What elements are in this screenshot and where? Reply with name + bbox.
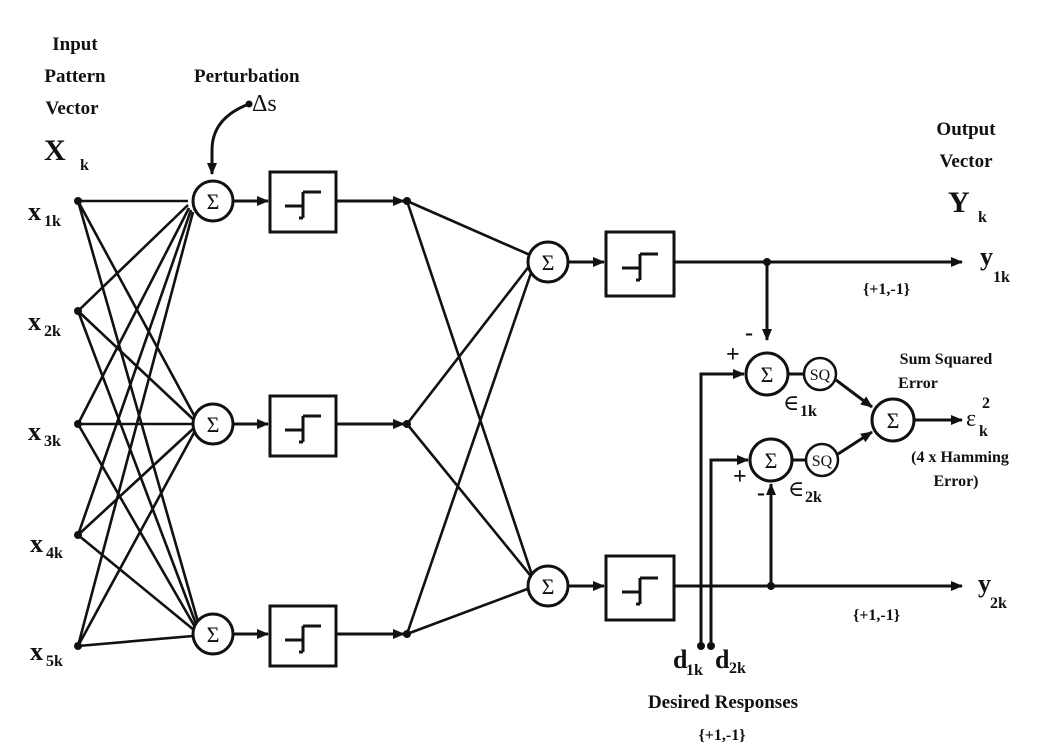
input-label-5: x xyxy=(30,637,43,666)
square-block-1: SQ xyxy=(802,356,838,392)
desired-range: {+1,-1} xyxy=(698,727,745,744)
input-label-2: x xyxy=(28,307,41,336)
input-label-1: x xyxy=(28,197,41,226)
output-step-2 xyxy=(604,554,676,622)
desired-label-1-sub: 1k xyxy=(686,662,703,679)
output-label-1-sub: 1k xyxy=(993,269,1010,286)
output-symbol-sub: k xyxy=(978,209,987,226)
output-summer-1-label: Σ xyxy=(542,250,555,275)
hamming-note-line-1: (4 x Hamming xyxy=(911,449,1009,466)
input-symbol: X xyxy=(44,134,66,167)
error-computation: - Σ + ∈ 1k SQ Σ + - ∈ 2k SQ xyxy=(726,262,1009,586)
hidden-summer-3-label: Σ xyxy=(207,622,220,647)
hidden-output-connections xyxy=(405,199,535,636)
desired-label-2-sub: 2k xyxy=(729,660,746,677)
hidden-summer-1: Σ xyxy=(191,179,235,223)
hidden-summer-3: Σ xyxy=(191,612,235,656)
hamming-note-line-2: Error) xyxy=(933,473,978,490)
hidden-summer-2: Σ xyxy=(191,402,235,446)
output-symbol: Y xyxy=(948,186,970,219)
hidden-summer-1-label: Σ xyxy=(207,189,220,214)
error-summer-2: Σ xyxy=(748,437,794,483)
error-2-label: ∈ xyxy=(788,476,804,501)
input-title-line-1: Input xyxy=(52,34,98,55)
final-error-symbol: ε xyxy=(966,406,976,432)
plus-sign-1: + xyxy=(726,342,740,368)
plus-sign-2: + xyxy=(733,464,747,490)
output-summer-1: Σ xyxy=(526,240,570,284)
error-summer-2-label: Σ xyxy=(765,448,778,473)
error-1-label: ∈ xyxy=(783,390,799,415)
hidden-step-1 xyxy=(268,170,338,234)
final-error-summer-label: Σ xyxy=(887,408,900,433)
input-nodes: x 1k x 2k x 3k x 4k x 5k xyxy=(28,197,82,670)
desired-label-2: d xyxy=(715,645,730,674)
desired-line-2 xyxy=(709,455,749,644)
square-block-2: SQ xyxy=(804,442,840,478)
input-label-4: x xyxy=(30,529,43,558)
input-title-line-2: Pattern xyxy=(44,66,106,87)
output-title-line-2: Vector xyxy=(939,151,993,172)
hidden-step-2 xyxy=(268,394,338,458)
error-summer-1-label: Σ xyxy=(761,362,774,387)
input-label-5-sub: 5k xyxy=(46,653,63,670)
input-connections xyxy=(76,199,200,648)
input-label-1-sub: 1k xyxy=(44,213,61,230)
input-label-3-sub: 3k xyxy=(44,433,61,450)
hidden-step-3 xyxy=(268,604,338,668)
error-summer-1: Σ xyxy=(744,351,790,397)
input-symbol-sub: k xyxy=(80,157,89,174)
output-label-2: y xyxy=(978,569,991,598)
sum-squared-error-line-2: Error xyxy=(898,375,938,392)
input-label-2-sub: 2k xyxy=(44,323,61,340)
minus-sign-1: - xyxy=(745,320,753,346)
perturbation-annotation: Perturbation Δs xyxy=(194,66,300,175)
output-step-1 xyxy=(604,230,676,298)
hidden-summer-2-label: Σ xyxy=(207,412,220,437)
final-error-sub: k xyxy=(979,423,988,440)
output-summer-2: Σ xyxy=(526,564,570,608)
input-label-3: x xyxy=(28,417,41,446)
output-range-2: {+1,-1} xyxy=(853,607,900,624)
input-label-4-sub: 4k xyxy=(46,545,63,562)
desired-responses: d 1k d 2k Desired Responses {+1,-1} xyxy=(648,369,798,744)
sum-squared-error-line-1: Sum Squared xyxy=(900,351,993,368)
error-1-sub: 1k xyxy=(800,403,817,420)
output-label-2-sub: 2k xyxy=(990,595,1007,612)
perturbation-label: Perturbation xyxy=(194,66,300,87)
final-error-sup: 2 xyxy=(982,395,990,412)
minus-sign-2: - xyxy=(757,480,765,506)
desired-responses-label: Desired Responses xyxy=(648,692,798,713)
output-layer: Σ Σ y 1k {+1,-1} y 2k {+1,-1} xyxy=(526,230,1010,624)
error-2-sub: 2k xyxy=(805,489,822,506)
input-title-line-3: Vector xyxy=(45,98,99,119)
final-error-summer: Σ xyxy=(870,397,916,443)
output-vector-title: Output Vector Y k xyxy=(936,119,996,226)
desired-label-1: d xyxy=(673,645,688,674)
square-label-1: SQ xyxy=(810,367,831,384)
desired-line-1 xyxy=(699,369,745,644)
output-summer-2-label: Σ xyxy=(542,574,555,599)
square-label-2: SQ xyxy=(812,453,833,470)
output-title-line-1: Output xyxy=(936,119,996,140)
hidden-layer: Σ Σ Σ xyxy=(191,170,411,668)
input-pattern-vector-title: Input Pattern Vector X k xyxy=(44,34,106,174)
perturbation-arrow xyxy=(207,102,250,175)
output-range-1: {+1,-1} xyxy=(863,281,910,298)
output-label-1: y xyxy=(980,242,993,271)
perturbation-symbol: Δs xyxy=(252,91,277,117)
